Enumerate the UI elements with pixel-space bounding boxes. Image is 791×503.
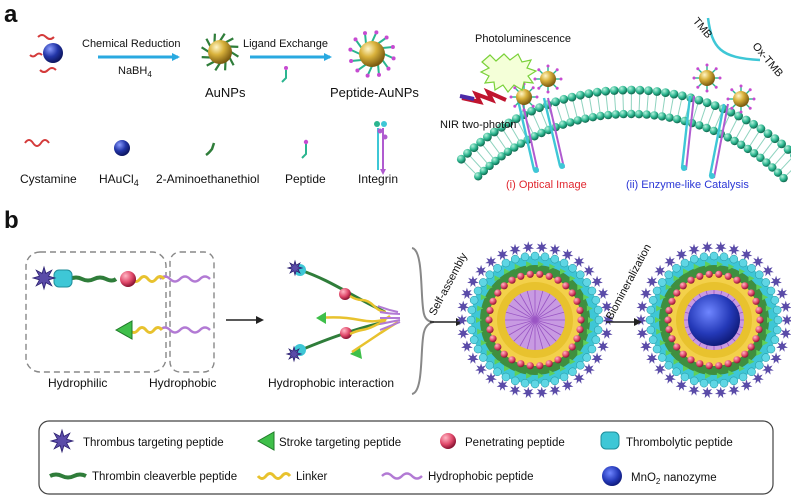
peptide-aunp-particle <box>348 30 395 77</box>
chemical-reduction-label: Chemical Reduction <box>82 38 180 50</box>
haucl4-label: HAuCl4 <box>99 172 139 188</box>
peptide-icon <box>302 140 308 158</box>
aminoethanethiol-label: 2-Aminoethanethiol <box>156 172 259 186</box>
tmb-curve <box>708 18 760 60</box>
brace <box>412 248 434 394</box>
aminoethanethiol-icon <box>206 143 214 155</box>
legend-linker-label: Linker <box>296 471 327 483</box>
nir-label: NIR two-photon <box>440 119 516 131</box>
legend-thrombolytic-label: Thrombolytic peptide <box>626 437 733 449</box>
precursor-cluster <box>30 35 63 72</box>
nir-light-icon <box>460 92 506 102</box>
interaction-cluster <box>294 264 400 359</box>
tmb-label: TMB <box>690 15 714 41</box>
interaction-star-bottom <box>287 347 301 361</box>
thrombolytic-icon <box>601 432 619 449</box>
cystamine-icon <box>25 140 49 146</box>
legend-cleavable-label: Thrombin cleaverble peptide <box>92 471 237 483</box>
haucl4-icon <box>114 140 130 156</box>
mno2-micelle <box>635 241 791 398</box>
hydrophilic-box <box>26 252 166 372</box>
thrombus-targeting-icon <box>51 430 73 452</box>
aunps-label: AuNPs <box>205 85 246 100</box>
nabh4-label: NaBH4 <box>118 65 152 79</box>
photoluminescence-burst <box>481 54 536 92</box>
hydrophobic-box <box>170 252 214 372</box>
optical-image-label: (i) Optical Image <box>506 179 587 191</box>
peptide-aunps-label: Peptide-AuNPs <box>330 85 419 100</box>
hydrophobic-label: Hydrophobic <box>149 376 216 390</box>
interaction-star-top <box>288 261 302 275</box>
thrombus-chain <box>54 270 210 287</box>
photoluminescence-label: Photoluminescence <box>475 33 571 45</box>
micelle <box>456 241 614 398</box>
stroke-chain <box>116 321 210 339</box>
ligand-exchange-label: Ligand Exchange <box>243 38 328 50</box>
thrombus-star <box>33 267 55 289</box>
biomineralization-label: Biomineralization <box>604 242 654 322</box>
integrin-label: Integrin <box>358 172 398 186</box>
legend-penetrating-label: Penetrating peptide <box>465 437 565 449</box>
panel-a-letter: a <box>4 1 18 28</box>
hydrophilic-label: Hydrophilic <box>48 376 107 390</box>
integrin-icon <box>374 121 388 172</box>
aunp-particle <box>202 34 239 71</box>
mno2-nanozyme-icon <box>602 466 622 486</box>
enzyme-catalysis-label: (ii) Enzyme-like Catalysis <box>626 179 749 191</box>
hydrophobic-interaction-label: Hydrophobic interaction <box>268 376 394 390</box>
legend-hydrophobic-peptide-label: Hydrophobic peptide <box>428 471 534 483</box>
penetrating-icon <box>440 433 456 449</box>
cystamine-label: Cystamine <box>20 172 77 186</box>
peptide-label: Peptide <box>285 172 326 186</box>
legend-stroke-label: Stroke targeting peptide <box>279 437 401 449</box>
legend-thrombus-label: Thrombus targeting peptide <box>83 437 224 449</box>
panel-b-letter: b <box>4 207 19 234</box>
legend-mno2-label: MnO2 nanozyme <box>631 472 717 486</box>
peptide-small-icon <box>282 66 288 82</box>
